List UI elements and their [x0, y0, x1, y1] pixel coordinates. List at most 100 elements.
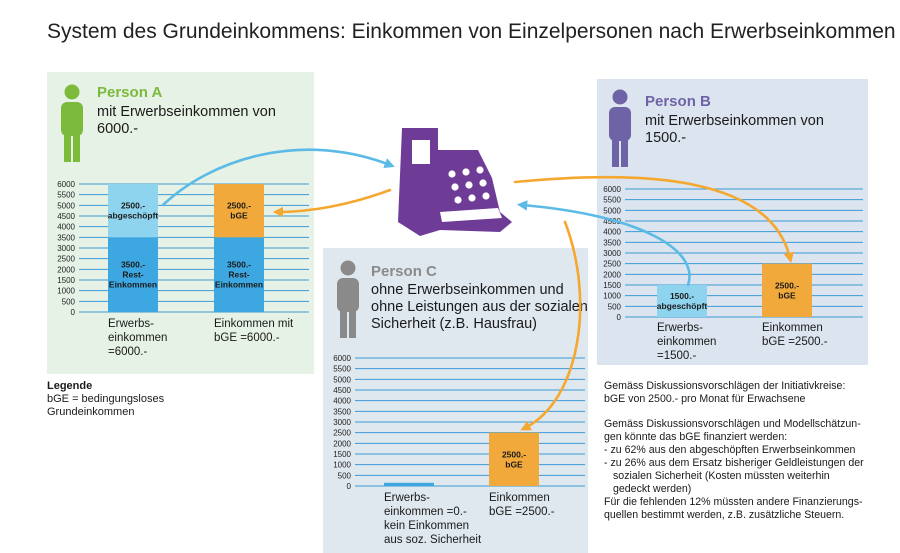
person-b-name: Person B	[645, 93, 711, 110]
y-tick-label: 4500	[57, 212, 75, 221]
bar-segment	[108, 237, 158, 312]
bar-segment	[108, 184, 158, 238]
legend-line: Grundeinkommen	[47, 406, 135, 418]
y-tick-label: 4000	[57, 223, 75, 232]
flow-arrows	[161, 148, 794, 431]
person-c-description-3: Sicherheit (z.B. Hausfrau)	[371, 316, 538, 332]
cash-register-icon	[398, 128, 512, 236]
note-line: gedeckt werden)	[613, 483, 692, 495]
bar-segment	[214, 184, 264, 238]
y-tick-label: 2500	[603, 260, 621, 269]
y-tick-label: 1500	[333, 450, 351, 459]
y-tick-label: 1000	[57, 287, 75, 296]
person-c-description-1: ohne Erwerbseinkommen und	[371, 282, 564, 298]
y-tick-label: 3500	[57, 233, 75, 242]
y-tick-label: 6000	[603, 185, 621, 194]
y-tick-label: 0	[347, 482, 352, 491]
y-tick-label: 3500	[333, 407, 351, 416]
person-b-description: mit Erwerbseinkommen von 1500.-	[645, 113, 824, 146]
y-tick-label: 4500	[603, 217, 621, 226]
person-a-name: Person A	[97, 84, 163, 101]
bar-label: 2500.-bGE	[227, 201, 251, 221]
category-label: Erwerbs-einkommen=6000.-	[108, 318, 168, 358]
y-tick-label: 3000	[333, 418, 351, 427]
y-tick-label: 5500	[603, 196, 621, 205]
page-title: System des Grundeinkommens: Einkommen vo…	[47, 20, 896, 43]
y-tick-label: 500	[62, 297, 76, 306]
y-tick-label: 4000	[603, 228, 621, 237]
arrow-register-to-c	[520, 220, 582, 431]
arrow-b-to-register	[516, 200, 691, 287]
y-tick-label: 6000	[333, 354, 351, 363]
y-tick-label: 2000	[603, 270, 621, 279]
bar-label: 2500.-bGE	[775, 280, 799, 300]
y-tick-label: 5500	[333, 365, 351, 374]
bar-label: 2500.-abgeschöpft	[108, 201, 159, 221]
y-tick-label: 2500	[333, 429, 351, 438]
y-tick-label: 500	[338, 471, 352, 480]
bar-segment	[214, 237, 264, 312]
bar-segment	[762, 263, 812, 317]
bar-label: 3500.-Rest-Einkommen	[215, 260, 263, 290]
person-icon	[609, 89, 631, 167]
y-tick-label: 0	[617, 313, 622, 322]
y-tick-label: 3000	[57, 244, 75, 253]
y-tick-label: 4500	[333, 386, 351, 395]
y-tick-label: 2500	[57, 255, 75, 264]
bar-segment	[657, 285, 707, 317]
arrow-register-to-a	[272, 188, 392, 218]
bar-label: 1500.-abgeschöpft	[657, 291, 708, 311]
note-line: bGE von 2500.- pro Monat für Erwachsene	[604, 393, 806, 405]
bar-segment	[489, 432, 539, 486]
legend-heading: Legende	[47, 380, 93, 392]
bar-segment	[384, 482, 434, 486]
y-tick-label: 3500	[603, 238, 621, 247]
note-line: - zu 62% aus den abgeschöpften Erwerbsei…	[604, 444, 856, 456]
note-line: Gemäss Diskussionsvorschlägen und Modell…	[604, 418, 861, 430]
y-tick-label: 2000	[57, 265, 75, 274]
arrow-a-to-register	[161, 148, 395, 207]
legend: Legende bGE = bedingungsloses Grundeinko…	[47, 380, 164, 419]
category-label: Erwerbs-einkommen=1500.-	[657, 322, 717, 362]
y-tick-label: 5000	[57, 201, 75, 210]
person-a-panel: Person A mit Erwerbseinkommen von 6000.-…	[47, 72, 314, 374]
legend-line: bGE = bedingungsloses	[47, 393, 165, 405]
y-tick-label: 5000	[603, 206, 621, 215]
y-tick-label: 2000	[333, 439, 351, 448]
y-tick-label: 4000	[333, 397, 351, 406]
note-line: quellen bestimmt werden, z.B. zusätzlich…	[604, 509, 845, 521]
y-tick-label: 5500	[57, 191, 75, 200]
y-tick-label: 5000	[333, 375, 351, 384]
person-a-description: mit Erwerbseinkommen von 6000.-	[97, 104, 276, 137]
person-icon	[337, 260, 359, 338]
bar-label: 2500.-bGE	[502, 449, 526, 469]
person-c-panel: Person C ohne Erwerbseinkommen und ohne …	[323, 248, 588, 553]
person-c-chart: 0500100015002000250030003500400045005000…	[333, 354, 585, 491]
y-tick-label: 1000	[603, 292, 621, 301]
y-tick-label: 1500	[603, 281, 621, 290]
y-tick-label: 6000	[57, 180, 75, 189]
bar-label: 3500.-Rest-Einkommen	[109, 260, 157, 290]
gridlines	[625, 188, 863, 318]
arrow-register-to-b	[513, 175, 794, 264]
y-tick-label: 3000	[603, 249, 621, 258]
y-tick-label: 500	[608, 302, 622, 311]
note-line: Für die fehlenden 12% müssten andere Fin…	[604, 496, 863, 508]
person-b-panel: Person B mit Erwerbseinkommen von 1500.-…	[597, 79, 868, 365]
person-icon	[61, 84, 83, 162]
y-tick-label: 0	[71, 308, 76, 317]
person-c-description-2: ohne Leistungen aus der sozialen	[371, 299, 588, 315]
note-line: sozialen Sicherheit (Kosten müssten weit…	[613, 470, 830, 482]
person-c-name: Person C	[371, 263, 437, 280]
note-line: Gemäss Diskussionsvorschlägen der Initia…	[604, 380, 846, 392]
note-line: - zu 26% aus dem Ersatz bisheriger Geldl…	[604, 457, 864, 469]
financing-notes: Gemäss Diskussionsvorschlägen der Initia…	[604, 380, 894, 522]
y-tick-label: 1500	[57, 276, 75, 285]
